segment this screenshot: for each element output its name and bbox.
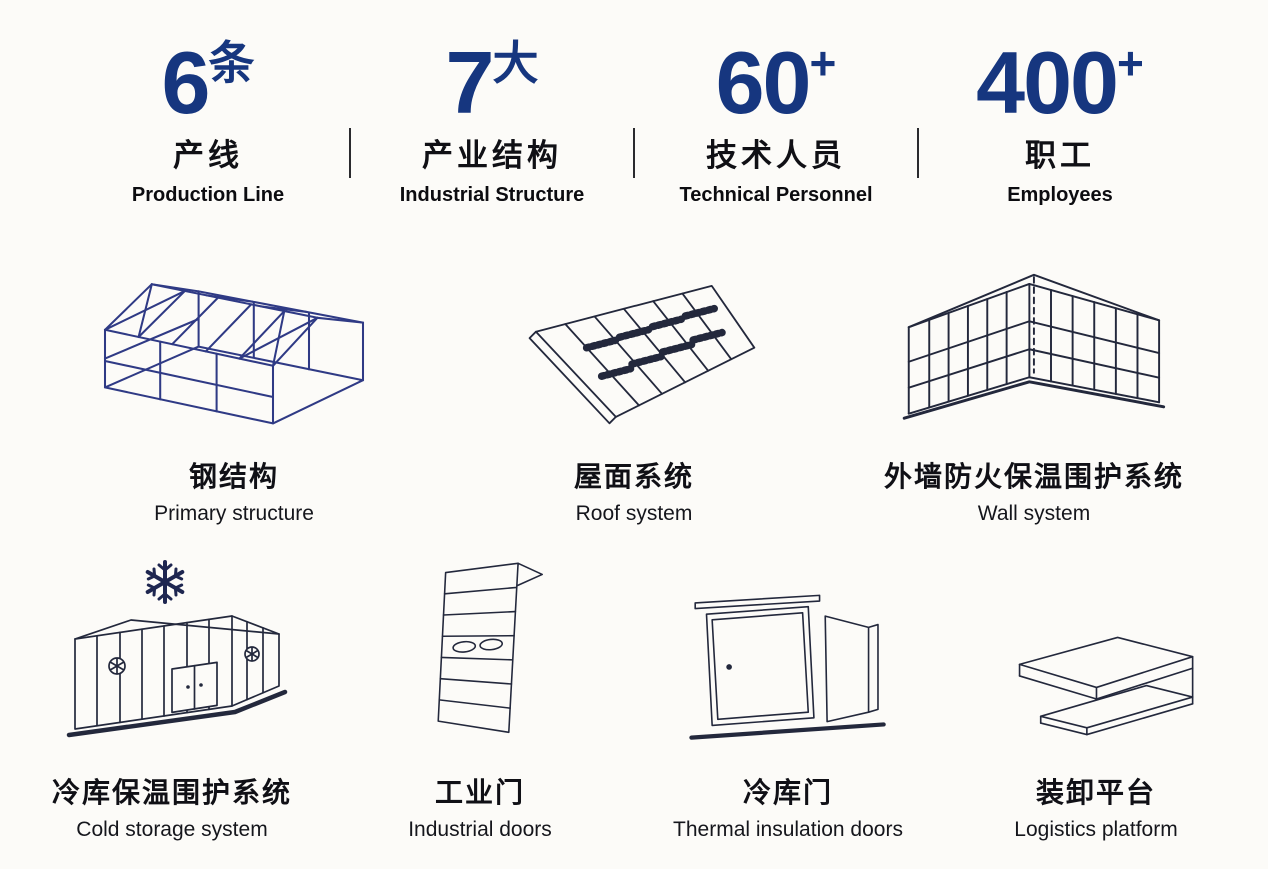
product-label-zh: 装卸平台 <box>1035 777 1156 809</box>
product-label-en: Thermal insulation doors <box>673 818 903 842</box>
stat-technical-personnel: 60+ 技术人员 Technical Personnel <box>635 37 917 207</box>
product-cold-storage: 冷库保温围护系统 Cold storage system <box>18 544 326 842</box>
divider <box>633 128 635 178</box>
stat-label-en: Technical Personnel <box>679 184 873 207</box>
cold-storage-icon <box>66 560 288 738</box>
stat-number: 400+ <box>976 37 1144 127</box>
stat-label-zh: 技术人员 <box>706 138 846 174</box>
cooling-fan-icon <box>244 646 260 663</box>
stat-label-zh: 产线 <box>173 138 243 174</box>
product-illustration <box>47 544 297 749</box>
product-illustration <box>93 233 375 433</box>
product-label-zh: 冷库门 <box>742 777 833 809</box>
product-label-en: Cold storage system <box>76 818 268 842</box>
product-label-en: Industrial doors <box>408 818 552 842</box>
stat-number-suffix: + <box>809 37 837 89</box>
product-illustration <box>504 233 765 433</box>
product-label-zh: 屋面系统 <box>573 461 694 493</box>
product-label-zh: 钢结构 <box>188 461 279 493</box>
divider <box>349 128 351 178</box>
cold-storage-door-icon <box>689 594 886 740</box>
product-wall-system: 外墙防火保温围护系统 Wall system <box>834 233 1234 526</box>
product-illustration <box>682 544 894 749</box>
roof-system-icon <box>528 285 755 425</box>
stat-number: 60+ <box>716 37 837 127</box>
stat-number-suffix: + <box>1116 37 1144 89</box>
stat-label-en: Employees <box>1007 184 1113 207</box>
steel-structure-icon <box>103 283 365 425</box>
product-grid-row-1: 钢结构 Primary structure <box>0 233 1268 526</box>
stat-number-value: 60 <box>715 33 812 132</box>
industrial-door-icon <box>437 562 544 734</box>
product-label-en: Primary structure <box>154 502 314 526</box>
stats-bar: 6条 产线 Production Line 7大 产业结构 Industrial… <box>0 0 1268 207</box>
stat-number-suffix: 大 <box>492 37 539 89</box>
product-label-en: Roof system <box>575 502 693 526</box>
wall-system-icon <box>902 274 1165 420</box>
stat-number-value: 6 <box>161 33 211 132</box>
product-illustration <box>401 544 559 749</box>
stat-number-value: 400 <box>976 33 1119 132</box>
stat-label-en: Production Line <box>131 184 285 207</box>
dock-leveler-icon <box>1018 636 1194 736</box>
product-cold-storage-door: 冷库门 Thermal insulation doors <box>634 544 942 842</box>
product-steel-structure: 钢结构 Primary structure <box>34 233 434 526</box>
stat-industrial-structure: 7大 产业结构 Industrial Structure <box>351 37 633 207</box>
product-illustration <box>983 544 1209 749</box>
product-label-en: Logistics platform <box>1014 818 1178 842</box>
snowflake-icon <box>145 560 185 605</box>
product-label-zh: 外墙防火保温围护系统 <box>883 461 1184 493</box>
product-industrial-door: 工业门 Industrial doors <box>326 544 634 842</box>
stat-label-zh: 产业结构 <box>422 138 562 174</box>
cooling-fan-icon <box>108 657 126 676</box>
product-roof-system: 屋面系统 Roof system <box>434 233 834 526</box>
product-label-zh: 冷库保温围护系统 <box>51 777 292 809</box>
stat-number-suffix: 条 <box>208 37 255 89</box>
product-dock-leveler: 装卸平台 Logistics platform <box>942 544 1250 842</box>
stat-production-lines: 6条 产线 Production Line <box>67 37 349 207</box>
product-grid-row-2: 冷库保温围护系统 Cold storage system <box>0 544 1268 842</box>
stat-label-en: Industrial Structure <box>399 184 585 207</box>
stat-label-zh: 职工 <box>1025 138 1095 174</box>
stat-number-value: 7 <box>445 33 495 132</box>
stat-number: 7大 <box>446 37 539 127</box>
product-label-en: Wall system <box>977 502 1091 526</box>
stat-number: 6条 <box>162 37 255 127</box>
stat-employees: 400+ 职工 Employees <box>919 37 1201 207</box>
product-illustration <box>895 233 1174 433</box>
divider <box>917 128 919 178</box>
product-label-zh: 工业门 <box>434 777 525 809</box>
